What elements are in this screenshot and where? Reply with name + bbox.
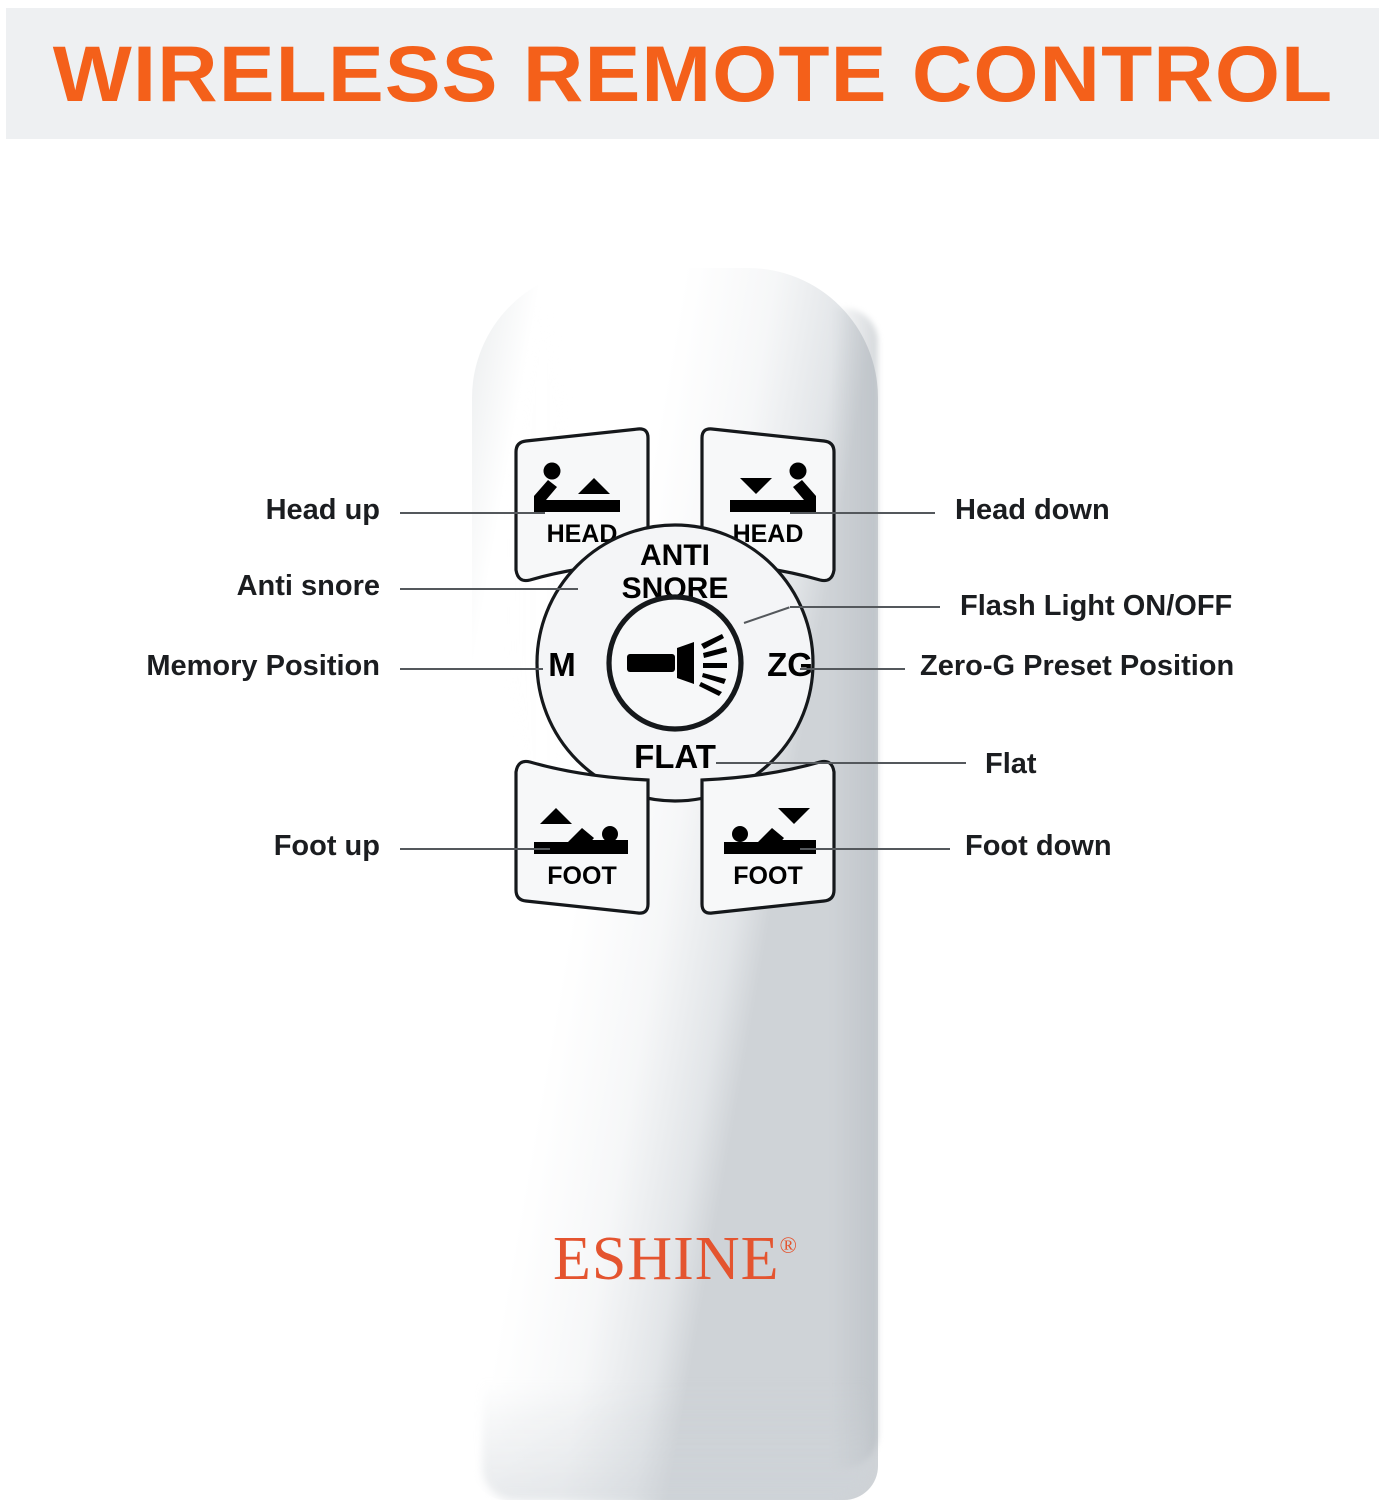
- button-zero-g-label: ZG: [767, 646, 813, 683]
- leader-head-down: [790, 512, 935, 514]
- leader-head-up: [400, 512, 545, 514]
- button-foot-down[interactable]: FOOT: [700, 759, 836, 915]
- leader-anti-snore: [400, 588, 578, 590]
- bed-foot-up-icon: [534, 808, 628, 854]
- flashlight-icon: [627, 634, 727, 696]
- callout-foot-down: Foot down: [965, 830, 1112, 862]
- remote-keypad: HEAD HEAD ANTI SNORE M: [472, 420, 878, 930]
- callout-flat: Flat: [985, 748, 1037, 780]
- callout-flash-light: Flash Light ON/OFF: [960, 590, 1233, 622]
- button-anti-snore-label-line1: ANTI: [640, 539, 710, 572]
- leader-flat: [716, 762, 966, 764]
- callout-head-up: Head up: [265, 494, 380, 526]
- leader-zero-g: [800, 668, 905, 670]
- button-anti-snore[interactable]: ANTI SNORE: [622, 539, 729, 605]
- remote-edge-shadow: [832, 308, 878, 1468]
- leader-flash-light: [790, 606, 940, 608]
- callout-foot-up: Foot up: [273, 830, 380, 862]
- bed-head-down-icon: [730, 462, 816, 512]
- registered-mark-icon: ®: [779, 1233, 797, 1258]
- callout-zero-g: Zero-G Preset Position: [920, 650, 1235, 682]
- button-head-down[interactable]: HEAD: [700, 427, 836, 583]
- callout-head-down: Head down: [955, 494, 1110, 526]
- leader-foot-up: [400, 848, 550, 850]
- button-flashlight[interactable]: [606, 594, 744, 732]
- brand-logo: ESHINE®: [472, 1228, 878, 1290]
- button-foot-up[interactable]: FOOT: [514, 759, 650, 915]
- page-title: WIRELESS REMOTE CONTROL: [52, 29, 1333, 118]
- button-flat[interactable]: FLAT: [634, 738, 716, 775]
- header-banner: WIRELESS REMOTE CONTROL: [6, 8, 1379, 139]
- leader-memory-position: [400, 668, 543, 670]
- button-flat-label: FLAT: [634, 738, 716, 775]
- button-zero-g[interactable]: ZG: [767, 646, 813, 683]
- remote-bottom-shade: [482, 1380, 868, 1500]
- brand-name: ESHINE: [553, 1225, 780, 1293]
- leader-foot-down: [800, 848, 950, 850]
- callout-memory-position: Memory Position: [146, 650, 380, 682]
- button-foot-down-label: FOOT: [733, 862, 802, 890]
- bed-head-up-icon: [534, 462, 620, 512]
- button-foot-up-label: FOOT: [547, 862, 616, 890]
- bed-foot-down-icon: [724, 808, 816, 854]
- button-memory-label: M: [548, 646, 576, 683]
- button-memory-position[interactable]: M: [548, 646, 576, 683]
- callout-anti-snore: Anti snore: [236, 570, 380, 602]
